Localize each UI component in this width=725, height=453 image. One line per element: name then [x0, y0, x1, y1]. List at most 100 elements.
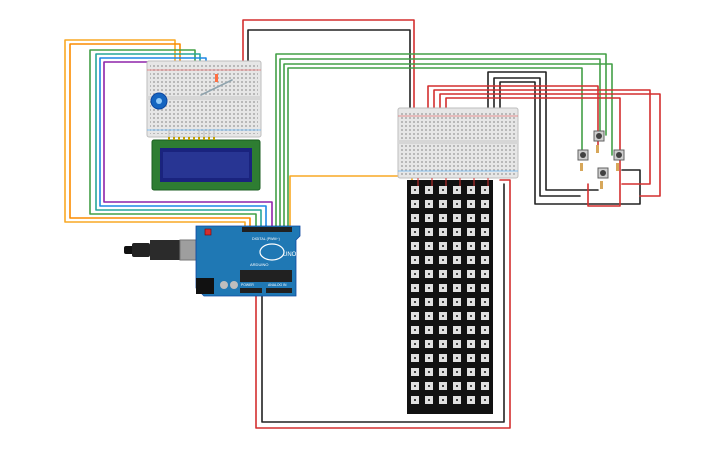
rgb-led-icon [425, 382, 433, 390]
rgb-led-icon [425, 354, 433, 362]
rgb-led-icon [453, 214, 461, 222]
rgb-led-icon [411, 382, 419, 390]
wire-yellow-data [289, 175, 413, 237]
resistor [600, 181, 603, 189]
pushbutton-1[interactable] [593, 130, 605, 142]
rgb-led-icon [439, 396, 447, 404]
rgb-led-icon [439, 270, 447, 278]
analog-label: ANALOG IN [268, 283, 287, 287]
rgb-led-icon [425, 340, 433, 348]
rgb-led-icon [481, 368, 489, 376]
wire-red-bottom [255, 179, 511, 429]
potentiometer[interactable] [150, 92, 168, 110]
digital-label: DIGITAL (PWM~) [252, 237, 280, 241]
led-cells [411, 186, 489, 404]
rgb-led-icon [439, 200, 447, 208]
rgb-led-icon [439, 382, 447, 390]
rgb-led-icon [467, 368, 475, 376]
rgb-led-icon [467, 242, 475, 250]
rgb-led-icon [453, 228, 461, 236]
wire-black-btn-b [493, 77, 581, 197]
wire-green-btn3 [283, 63, 613, 237]
rgb-led-icon [467, 214, 475, 222]
rgb-led-icon [411, 368, 419, 376]
pushbutton-2[interactable] [577, 149, 589, 161]
wire-yellow-lcd [64, 39, 246, 239]
rgb-led-icon [411, 298, 419, 306]
rgb-led-icon [481, 214, 489, 222]
rgb-led-icon [481, 242, 489, 250]
rgb-led-icon [481, 186, 489, 194]
rgb-led-icon [481, 312, 489, 320]
rgb-led-icon [453, 186, 461, 194]
rgb-led-icon [439, 368, 447, 376]
rgb-led-icon [453, 382, 461, 390]
rgb-led-icon [481, 340, 489, 348]
rgb-led-icon [467, 298, 475, 306]
rgb-led-icon [467, 228, 475, 236]
rgb-led-icon [425, 200, 433, 208]
rgb-led-icon [439, 284, 447, 292]
rgb-led-icon [453, 354, 461, 362]
rgb-led-icon [481, 284, 489, 292]
wire-black-btn-a [487, 71, 599, 191]
rgb-led-icon [481, 256, 489, 264]
rgb-led-icon [453, 326, 461, 334]
rgb-led-icon [453, 200, 461, 208]
pushbuttons[interactable] [577, 130, 625, 189]
analog-header [266, 288, 292, 293]
pushbutton-3[interactable] [613, 149, 625, 161]
rgb-led-icon [411, 312, 419, 320]
rgb-led-icon [425, 284, 433, 292]
rgb-led-icon [481, 396, 489, 404]
rgb-led-icon [439, 186, 447, 194]
reset-button[interactable] [204, 228, 212, 236]
rgb-led-icon [425, 214, 433, 222]
wire-red-btn-b [433, 89, 651, 185]
rgb-led-icon [425, 270, 433, 278]
rgb-led-icon [467, 396, 475, 404]
rgb-led-icon [439, 340, 447, 348]
rgb-led-icon [425, 326, 433, 334]
power-label: POWER [241, 283, 254, 287]
rgb-led-icon [425, 298, 433, 306]
rgb-led-icon [467, 326, 475, 334]
rgb-led-icon [467, 270, 475, 278]
rgb-led-icon [481, 298, 489, 306]
rgb-led-icon [425, 312, 433, 320]
rgb-led-icon [439, 312, 447, 320]
rgb-led-icon [411, 242, 419, 250]
rgb-led-icon [467, 382, 475, 390]
rgb-led-icon [481, 354, 489, 362]
rgb-led-icon [453, 256, 461, 264]
rgb-led-icon [411, 228, 419, 236]
resistor [596, 145, 599, 153]
brand-text: ARDUINO [250, 262, 268, 267]
resistor [616, 163, 619, 171]
rgb-led-icon [425, 228, 433, 236]
usb-cable-icon [124, 239, 197, 261]
pushbutton-4[interactable] [597, 167, 609, 179]
power-jack [196, 278, 214, 294]
rgb-led-icon [453, 270, 461, 278]
lcd-display [151, 130, 261, 191]
resistor [215, 74, 218, 82]
rgb-led-icon [467, 256, 475, 264]
wire-black-bottom [261, 183, 505, 423]
rgb-led-icon [481, 270, 489, 278]
rgb-led-icon [411, 354, 419, 362]
rgb-led-icon [467, 340, 475, 348]
rgb-led-icon [467, 284, 475, 292]
rgb-led-icon [453, 340, 461, 348]
rgb-led-icon [453, 298, 461, 306]
wire-black-top [247, 29, 411, 109]
rgb-led-icon [439, 354, 447, 362]
rgb-led-icon [411, 270, 419, 278]
uno-logo-text: UNO [283, 252, 297, 258]
power-header [240, 288, 262, 293]
wire-green-btn4 [287, 67, 583, 237]
wire-red-btn-c [439, 93, 661, 197]
rgb-led-icon [411, 340, 419, 348]
arduino-uno[interactable]: UNO ARDUINO DIGITAL (PWM~) POWER ANALOG … [124, 225, 301, 297]
